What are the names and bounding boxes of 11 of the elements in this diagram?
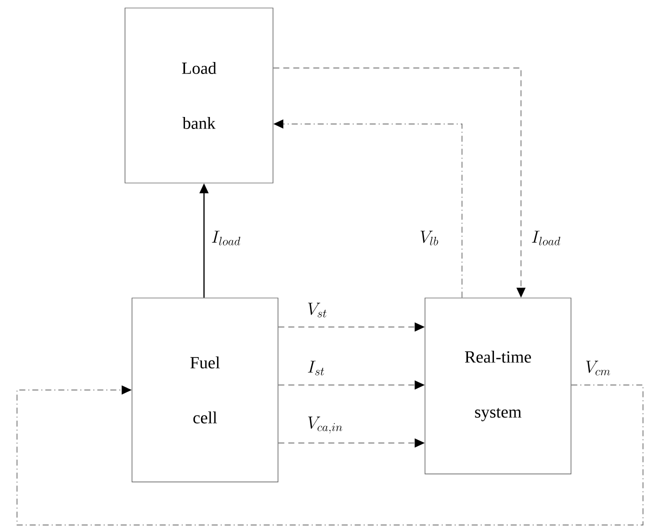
edge-label: $V_{lb}$ xyxy=(418,230,440,246)
process-box: Fuel cell xyxy=(132,298,278,482)
edge-label: $I_{st}$ xyxy=(306,360,326,376)
process-box: Load bank xyxy=(124,8,274,184)
edge-label: $V_{st}$ xyxy=(306,302,328,318)
edge-label: $I_{load}$ xyxy=(210,230,242,246)
edge-label: $V_{cm}$ xyxy=(584,360,612,376)
arrow xyxy=(16,384,644,526)
edge-label: $I_{load}$ xyxy=(530,230,562,246)
edge-label: $V_{ca,in}$ xyxy=(306,416,344,434)
process-box: Real-time system xyxy=(424,298,572,474)
